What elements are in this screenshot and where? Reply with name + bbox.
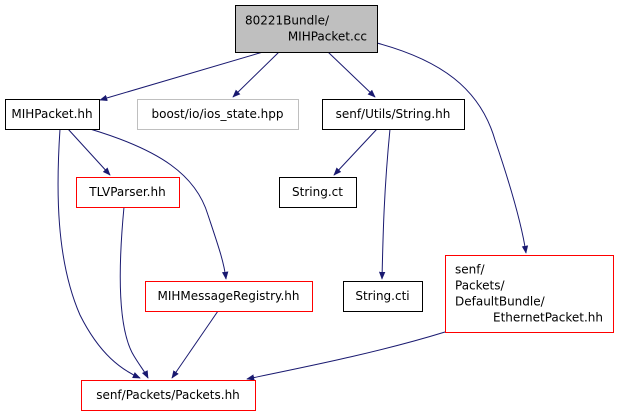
node-box bbox=[343, 281, 423, 312]
edge-mihpacket_hh-to-packets bbox=[57, 128, 141, 379]
node-label-line: DefaultBundle/ bbox=[455, 295, 546, 309]
node-label-line: TLVParser.hh bbox=[88, 185, 165, 199]
node-string-ct[interactable]: String.ct bbox=[279, 177, 357, 208]
node-packets[interactable]: senf/Packets/Packets.hh bbox=[81, 380, 256, 411]
node-tlvparser[interactable]: TLVParser.hh bbox=[76, 177, 180, 208]
edge-mihpacket_hh-to-tlvparser bbox=[67, 128, 111, 176]
node-label-line: senf/ bbox=[455, 263, 485, 277]
node-box bbox=[137, 99, 299, 130]
edges bbox=[57, 42, 529, 381]
node-label-line: MIHPacket.cc bbox=[288, 30, 367, 44]
node-root[interactable]: 80221Bundle/MIHPacket.cc bbox=[235, 5, 378, 53]
node-box bbox=[145, 281, 313, 312]
node-label-line: MIHPacket.hh bbox=[11, 107, 92, 121]
node-label-line: String.ct bbox=[292, 185, 343, 199]
edge-mihpacket_hh-to-registry bbox=[89, 128, 229, 280]
edge-tlvparser-to-packets bbox=[119, 206, 149, 379]
edge-registry-to-packets bbox=[171, 310, 219, 379]
edge-string_hh-to-string_ct bbox=[333, 128, 378, 176]
node-label-line: senf/Utils/String.hh bbox=[336, 107, 451, 121]
node-label-line: 80221Bundle/ bbox=[245, 14, 330, 28]
node-ethernet[interactable]: senf/Packets/DefaultBundle/EthernetPacke… bbox=[445, 255, 614, 333]
node-label-line: MIHMessageRegistry.hh bbox=[158, 289, 300, 303]
node-label-line: Packets/ bbox=[455, 279, 506, 293]
node-label-line: senf/Packets/Packets.hh bbox=[96, 388, 240, 402]
edge-string_hh-to-string_cti bbox=[378, 128, 391, 280]
node-label-line: EthernetPacket.hh bbox=[493, 311, 603, 325]
edge-root-to-string_hh bbox=[327, 51, 376, 98]
node-label-line: boost/io/ios_state.hpp bbox=[152, 107, 284, 121]
node-box bbox=[81, 380, 256, 411]
node-registry[interactable]: MIHMessageRegistry.hh bbox=[145, 281, 313, 312]
node-box bbox=[5, 99, 100, 130]
node-string-cti[interactable]: String.cti bbox=[343, 281, 423, 312]
node-box bbox=[235, 5, 378, 53]
edge-ethernet-to-packets bbox=[246, 331, 446, 381]
edge-root-to-ios_state bbox=[232, 51, 280, 98]
edge-root-to-mihpacket_hh bbox=[99, 51, 264, 102]
edge-root-to-ethernet bbox=[376, 42, 529, 254]
node-ios-state[interactable]: boost/io/ios_state.hpp bbox=[137, 99, 299, 130]
node-box bbox=[322, 99, 465, 130]
node-string-hh[interactable]: senf/Utils/String.hh bbox=[322, 99, 465, 130]
node-mihpacket-hh[interactable]: MIHPacket.hh bbox=[5, 99, 100, 130]
node-box bbox=[76, 177, 180, 208]
node-label-line: String.cti bbox=[355, 289, 409, 303]
node-box bbox=[279, 177, 357, 208]
node-box bbox=[445, 255, 614, 333]
